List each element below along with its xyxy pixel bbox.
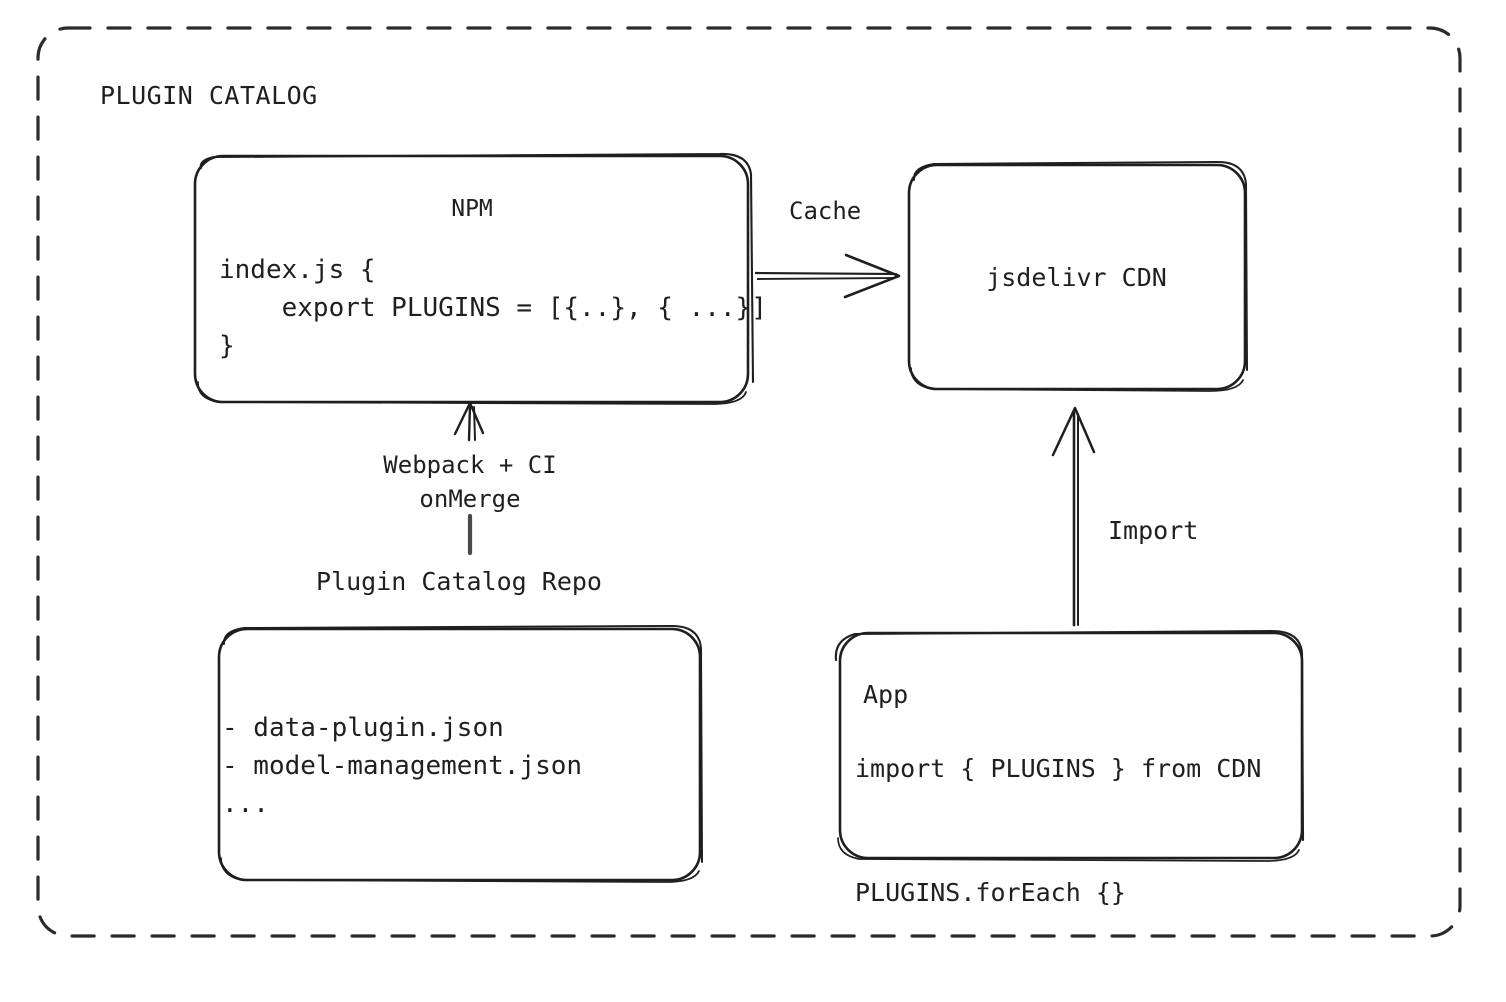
repo-node-file-list: - data-plugin.json - model-management.js… bbox=[222, 713, 583, 819]
group-title: PLUGIN CATALOG bbox=[100, 81, 318, 110]
cdn-node-title: jsdelivr CDN bbox=[986, 263, 1167, 292]
repo-node-caption: Plugin Catalog Repo bbox=[316, 567, 602, 596]
edge-label-build: Webpack + CI onMerge bbox=[383, 451, 557, 513]
edge-import-arrow bbox=[1051, 406, 1096, 627]
npm-node-code: index.js { export PLUGINS = [{..}, { ...… bbox=[219, 255, 767, 361]
npm-node-title: NPM bbox=[451, 196, 493, 222]
edge-cache-arrow bbox=[754, 253, 901, 299]
edge-label-import: Import bbox=[1108, 516, 1199, 545]
app-node-title: App bbox=[863, 680, 909, 709]
edge-label-cache: Cache bbox=[789, 197, 862, 225]
app-node-code: import { PLUGINS } from CDN PLUGINS.forE… bbox=[855, 754, 1262, 907]
